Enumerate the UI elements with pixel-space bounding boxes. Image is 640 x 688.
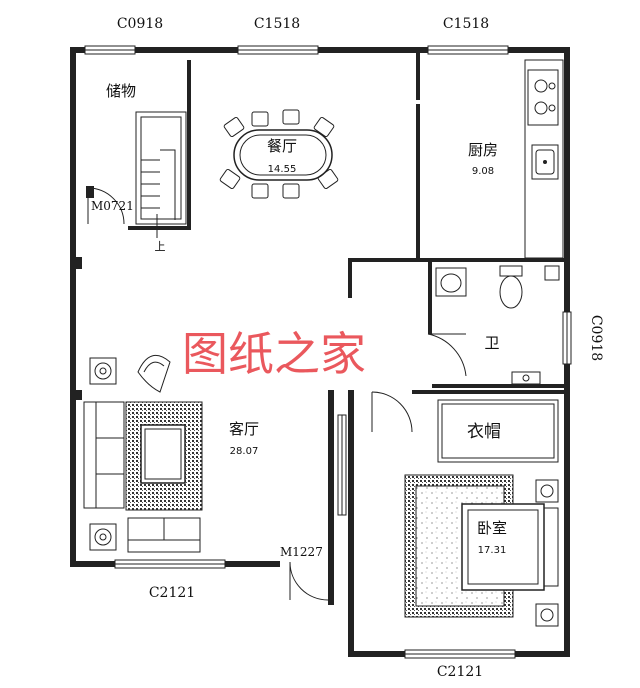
window-label-right-side: C0918	[588, 315, 604, 361]
room-name-dining: 餐厅	[267, 137, 297, 155]
room-name-closet: 衣帽	[467, 422, 501, 442]
kitchen-counter	[524, 59, 564, 259]
closet-unit	[437, 399, 559, 463]
stair-direction-label: 上	[155, 240, 166, 253]
room-area-bedroom: 17.31	[478, 545, 507, 556]
room-name-bath: 卫	[484, 334, 499, 352]
window-label-top-left: C0918	[117, 16, 163, 32]
dining-table	[219, 109, 339, 199]
window-label-top-right: C1518	[443, 16, 489, 32]
window-marks	[84, 45, 572, 659]
living-sofa-set	[83, 354, 203, 553]
window-label-bottom-left: C2121	[149, 585, 195, 601]
window-label-bottom-right: C2121	[437, 664, 483, 680]
room-area-living: 28.07	[230, 446, 259, 457]
room-name-kitchen: 厨房	[468, 141, 498, 159]
storage-door	[86, 186, 125, 225]
room-area-dining: 14.55	[268, 164, 297, 175]
interior-walls	[70, 53, 570, 400]
bath-fixtures	[427, 265, 560, 385]
bed-set	[404, 474, 559, 627]
room-name-storage: 储物	[106, 82, 136, 100]
tv-cabinet	[337, 414, 347, 516]
room-name-bedroom: 卧室	[477, 519, 507, 537]
staircase	[135, 111, 187, 238]
kitchen-partition	[416, 100, 420, 104]
entry-door	[289, 561, 329, 601]
door-label-entry: M1227	[280, 545, 323, 559]
window-label-top-mid: C1518	[254, 16, 300, 32]
room-name-living: 客厅	[229, 420, 259, 438]
room-area-kitchen: 9.08	[472, 166, 494, 177]
bedroom-door	[371, 391, 413, 433]
watermark: 图纸之家	[182, 327, 366, 381]
door-label-storage: M0721	[91, 199, 134, 213]
